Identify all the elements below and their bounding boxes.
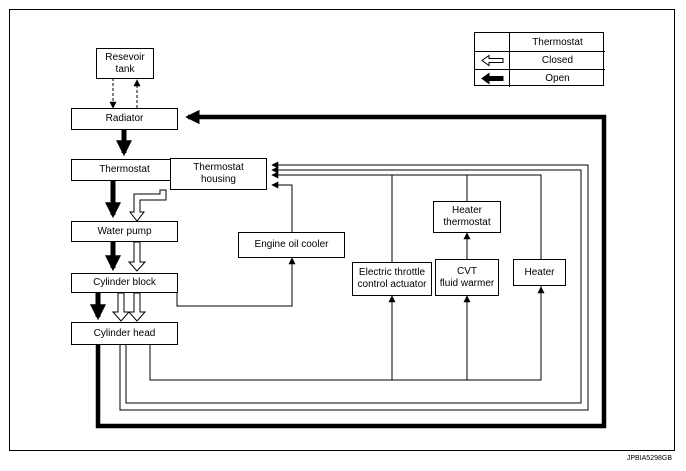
cylinder-block-box: Cylinder block — [71, 273, 178, 293]
head-to-radiator-return-line — [95, 109, 607, 429]
hollow-arrow-icon — [481, 54, 504, 67]
thermostat-box: Thermostat — [71, 159, 178, 181]
heater-thermostat-box: Heater thermostat — [433, 201, 501, 233]
legend-closed-label: Closed — [541, 55, 574, 66]
radiator-box: Radiator — [71, 108, 178, 130]
legend-open-cell — [475, 70, 510, 87]
legend-blank-cell — [475, 33, 510, 51]
block-to-head-closed-right-arrow — [127, 292, 147, 322]
legend-open-row: Open — [475, 69, 605, 87]
legend-header-row: Thermostat — [475, 33, 605, 51]
block-to-oil-cooler-line — [176, 257, 296, 307]
diagram-frame — [9, 9, 675, 451]
cvt-fluid-warmer-box: CVT fluid warmer — [435, 259, 499, 296]
water-pump-box: Water pump — [71, 221, 178, 242]
solid-arrow-icon — [481, 72, 504, 85]
electric-throttle-control-actuator-box: Electric throttle control actuator — [352, 262, 432, 296]
legend-closed-row: Closed — [475, 51, 605, 69]
thermostat-housing-box: Thermostat housing — [170, 158, 267, 190]
block-to-head-closed-left-arrow — [111, 292, 131, 322]
figure-code: JPBIA5298GB — [626, 455, 672, 462]
legend-closed-cell — [475, 52, 510, 69]
engine-oil-cooler-box: Engine oil cooler — [238, 232, 345, 258]
pump-to-block-closed-arrow — [127, 241, 147, 272]
housing-to-pump-closed-arrow — [128, 189, 167, 222]
oil-cooler-to-housing-line — [271, 181, 293, 232]
bypass-line-1 — [119, 161, 589, 411]
reservoir-tank-box: Resevoir tank — [96, 48, 154, 79]
heater-box: Heater — [513, 259, 566, 286]
legend-header: Thermostat — [532, 36, 583, 48]
bypass-line-2 — [125, 166, 582, 404]
legend: Thermostat Closed Open — [474, 32, 605, 87]
legend-open-label: Open — [545, 73, 570, 84]
cylinder-head-box: Cylinder head — [71, 322, 178, 345]
